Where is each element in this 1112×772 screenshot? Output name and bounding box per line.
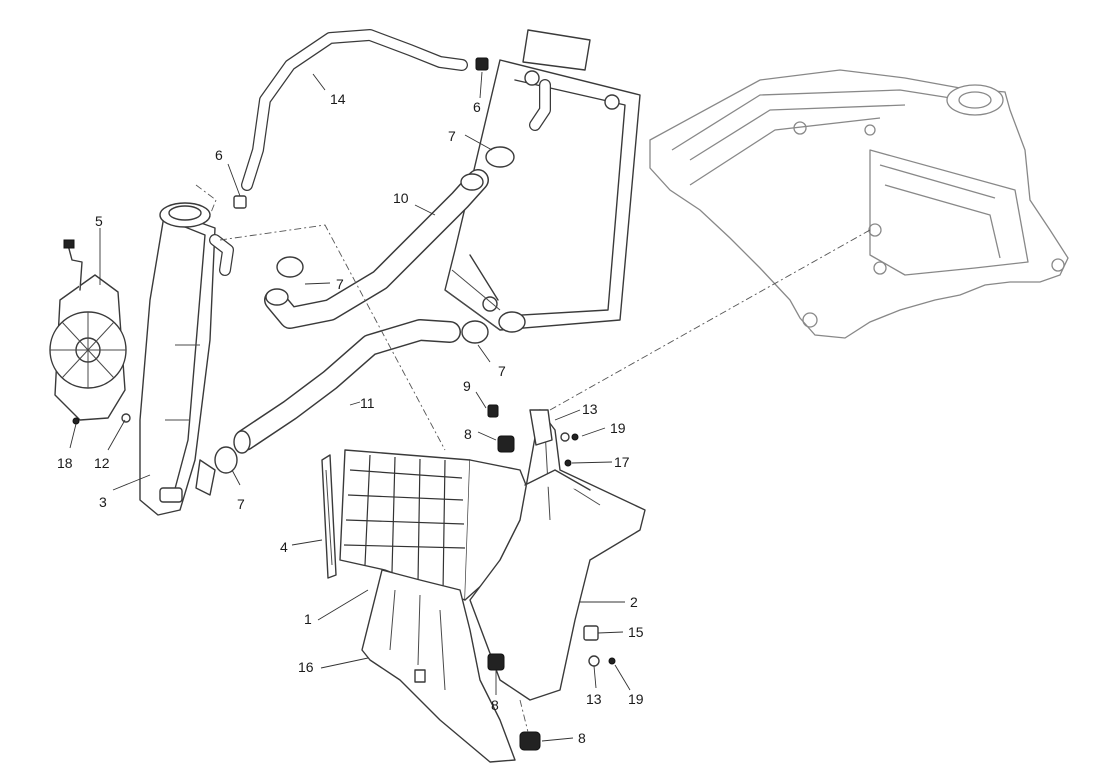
hardware xyxy=(72,57,616,751)
assembly-lines xyxy=(195,184,871,733)
callout-11: 11 xyxy=(360,395,375,411)
callout-9: 9 xyxy=(463,378,471,394)
callout-19-top: 19 xyxy=(610,420,626,436)
callout-8-middle: 8 xyxy=(491,697,499,713)
callout-18: 18 xyxy=(57,455,73,471)
callout-8-top: 8 xyxy=(464,426,472,442)
callout-19-bottom: 19 xyxy=(628,691,644,707)
hose-clamps xyxy=(214,146,515,474)
cooling-fan xyxy=(49,239,127,421)
motorcycle-frame xyxy=(649,69,1069,339)
hose-14 xyxy=(241,29,468,191)
callout-labels: 14 6 6 7 10 5 7 7 9 11 13 19 8 17 18 12 … xyxy=(57,91,644,746)
callout-7-bottom: 7 xyxy=(237,496,245,512)
callout-13-bottom: 13 xyxy=(586,691,602,707)
leader-lines xyxy=(69,71,631,742)
callout-14: 14 xyxy=(330,91,346,107)
callout-1: 1 xyxy=(304,611,312,627)
left-radiator xyxy=(139,202,234,516)
callout-4: 4 xyxy=(280,539,288,555)
fairing-16 xyxy=(361,569,516,763)
hose-11 xyxy=(233,319,461,454)
callout-5: 5 xyxy=(95,213,103,229)
hose-10 xyxy=(264,169,489,329)
side-panel-2 xyxy=(469,409,646,701)
right-radiator xyxy=(444,29,641,333)
callout-7-top: 7 xyxy=(448,128,456,144)
callout-12: 12 xyxy=(94,455,110,471)
callout-13-top: 13 xyxy=(582,401,598,417)
callout-10: 10 xyxy=(393,190,409,206)
trim-strip-4 xyxy=(321,454,337,579)
callout-8-bottom: 8 xyxy=(578,730,586,746)
callout-6-left: 6 xyxy=(215,147,223,163)
callout-17: 17 xyxy=(614,454,630,470)
callout-16: 16 xyxy=(298,659,314,675)
callout-7-middle: 7 xyxy=(336,276,344,292)
callout-2: 2 xyxy=(630,594,638,610)
callout-6-top: 6 xyxy=(473,99,481,115)
callout-7-right: 7 xyxy=(498,363,506,379)
callout-3: 3 xyxy=(99,494,107,510)
callout-15: 15 xyxy=(628,624,644,640)
